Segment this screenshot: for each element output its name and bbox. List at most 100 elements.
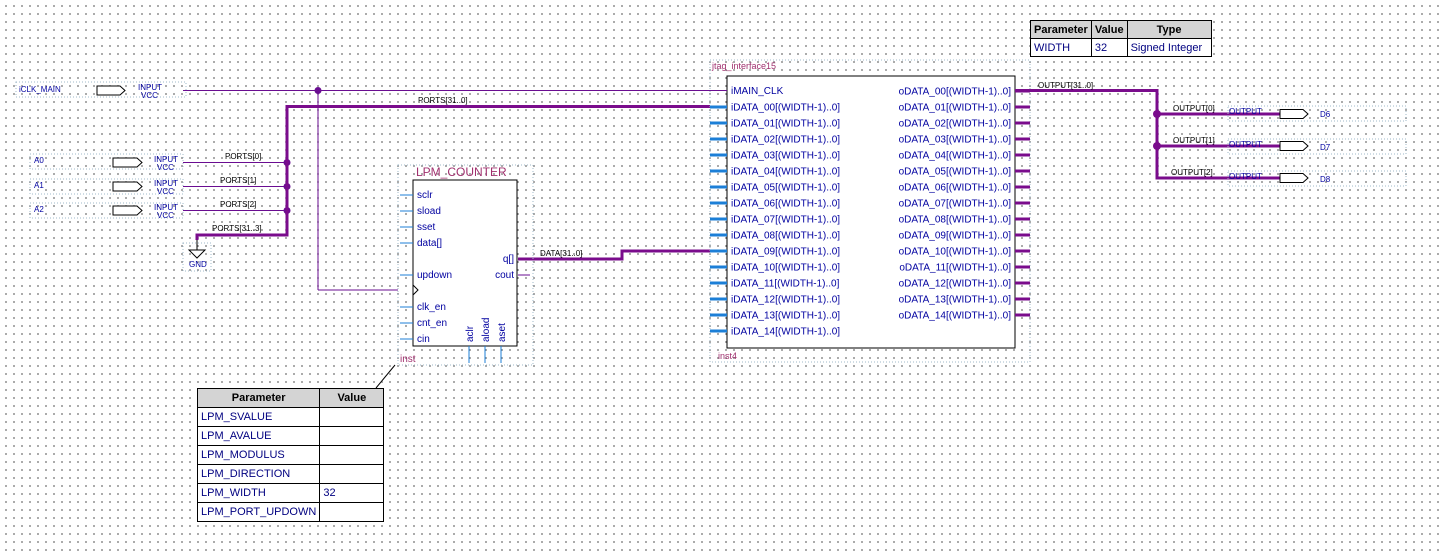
- jtag-input-port-label: iDATA_06[(WIDTH-1)..0]: [731, 199, 840, 210]
- jtag-input-port-label: iDATA_09[(WIDTH-1)..0]: [731, 247, 840, 258]
- table-row[interactable]: LPM_SVALUE: [196, 407, 385, 427]
- counter-port-cin: cin: [417, 334, 430, 345]
- lpm-param-value[interactable]: [319, 464, 385, 484]
- table-row[interactable]: LPM_MODULUS: [196, 445, 385, 465]
- lpm-counter-block[interactable]: LPM_COUNTER inst sclr sload sset data[] …: [397, 164, 534, 366]
- lpm-param-value[interactable]: [319, 407, 385, 427]
- input-name-iclk-main: iCLK_MAIN: [19, 85, 61, 94]
- counter-port-data: data[]: [417, 238, 442, 249]
- lpm-param-value[interactable]: [319, 502, 385, 522]
- jtag-input-port-label: iDATA_11[(WIDTH-1)..0]: [731, 279, 840, 290]
- wire-label-ports2: PORTS[2]: [220, 200, 256, 209]
- width-param-value[interactable]: 32: [1090, 38, 1128, 57]
- input-name-a0: A0: [34, 156, 44, 165]
- jtag-input-port-label: iDATA_02[(WIDTH-1)..0]: [731, 135, 840, 146]
- input-type-iclk-main: INPUT: [138, 83, 162, 92]
- jtag-input-port-label: iDATA_13[(WIDTH-1)..0]: [731, 311, 840, 322]
- jtag-parameter-table[interactable]: Parameter Value Type WIDTH 32 Signed Int…: [1030, 20, 1212, 57]
- lpm-param-name: LPM_WIDTH: [196, 483, 321, 503]
- lpm-param-name: LPM_SVALUE: [196, 407, 321, 427]
- jtag-input-port-label: iDATA_00[(WIDTH-1)..0]: [731, 103, 840, 114]
- input-pin-a1[interactable]: A1 INPUT VCC: [29, 178, 184, 196]
- counter-title: LPM_COUNTER: [416, 165, 507, 179]
- counter-instance: inst: [400, 354, 416, 365]
- counter-port-cnt-en: cnt_en: [417, 318, 447, 329]
- input-default-a0: VCC: [157, 163, 174, 172]
- gnd-symbol[interactable]: GND: [182, 236, 212, 272]
- jtag-output-port-label: oDATA_05[(WIDTH-1)..0]: [899, 167, 1012, 178]
- input-default-iclk-main: VCC: [141, 91, 158, 100]
- counter-port-aclr: aclr: [465, 325, 476, 342]
- input-default-a1: VCC: [157, 187, 174, 196]
- output-name-d8: D8: [1320, 175, 1331, 184]
- jtag-instance: inst4: [718, 351, 737, 361]
- jtag-output-port-label: oDATA_11[(WIDTH-1)..0]: [899, 263, 1011, 274]
- lpm-param-value[interactable]: 32: [319, 483, 385, 503]
- table-row[interactable]: LPM_AVALUE: [196, 426, 385, 446]
- width-table-header-parameter: Parameter: [1030, 20, 1092, 39]
- width-table-header-value: Value: [1090, 20, 1128, 39]
- lpm-table-header-value: Value: [319, 388, 385, 408]
- table-row[interactable]: LPM_WIDTH 32: [196, 483, 385, 503]
- jtag-output-port-label: oDATA_00[(WIDTH-1)..0]: [899, 87, 1012, 98]
- input-name-a2: A2: [34, 205, 44, 214]
- input-name-a1: A1: [34, 181, 44, 190]
- output-pin-d8[interactable]: OUTPUT D8: [1227, 170, 1407, 187]
- lpm-param-name: LPM_PORT_UPDOWN: [196, 502, 321, 522]
- output-pin-d7[interactable]: OUTPUT D7: [1227, 138, 1407, 155]
- lpm-param-name: LPM_DIRECTION: [196, 464, 321, 484]
- jtag-output-port-label: oDATA_12[(WIDTH-1)..0]: [899, 279, 1012, 290]
- jtag-output-port-label: oDATA_08[(WIDTH-1)..0]: [899, 215, 1012, 226]
- jtag-input-port-label: iDATA_10[(WIDTH-1)..0]: [731, 263, 840, 274]
- table-row[interactable]: WIDTH 32 Signed Integer: [1030, 38, 1212, 57]
- wire-label-data: DATA[31..0]: [540, 249, 582, 258]
- input-type-a1: INPUT: [154, 179, 178, 188]
- counter-port-cout: cout: [495, 270, 514, 281]
- table-row[interactable]: LPM_DIRECTION: [196, 464, 385, 484]
- width-table-header-type: Type: [1126, 20, 1212, 39]
- lpm-param-value[interactable]: [319, 426, 385, 446]
- lpm-parameter-table[interactable]: Parameter Value LPM_SVALUE LPM_AVALUE LP…: [196, 388, 385, 522]
- lpm-param-name: LPM_AVALUE: [196, 426, 321, 446]
- counter-port-sload: sload: [417, 206, 441, 217]
- output-type-d7: OUTPUT: [1229, 140, 1262, 149]
- jtag-input-port-label: iDATA_01[(WIDTH-1)..0]: [731, 119, 840, 130]
- lpm-param-name: LPM_MODULUS: [196, 445, 321, 465]
- jtag-output-port-label: oDATA_10[(WIDTH-1)..0]: [899, 247, 1012, 258]
- wire-label-out2: OUTPUT[2]: [1171, 168, 1213, 177]
- jtag-interface-block[interactable]: jtag_interface15 inst4 iMAIN_CLK iDATA_0…: [709, 59, 1031, 363]
- output-type-d8: OUTPUT: [1229, 172, 1262, 181]
- lpm-param-value[interactable]: [319, 445, 385, 465]
- input-type-a2: INPUT: [154, 203, 178, 212]
- input-pin-iclk-main[interactable]: iCLK_MAIN INPUT VCC: [15, 81, 187, 100]
- jtag-output-port-label: oDATA_02[(WIDTH-1)..0]: [899, 119, 1012, 130]
- jtag-output-port-label: oDATA_13[(WIDTH-1)..0]: [899, 295, 1012, 306]
- jtag-output-port-label: oDATA_04[(WIDTH-1)..0]: [899, 151, 1012, 162]
- jtag-input-port-label: iDATA_04[(WIDTH-1)..0]: [731, 167, 840, 178]
- counter-port-updown: updown: [417, 270, 452, 281]
- counter-port-sset: sset: [417, 222, 436, 233]
- table-row[interactable]: LPM_PORT_UPDOWN: [196, 502, 385, 522]
- wires-left[interactable]: [183, 87, 710, 291]
- jtag-output-port-label: oDATA_07[(WIDTH-1)..0]: [899, 199, 1012, 210]
- jtag-output-port-label: oDATA_09[(WIDTH-1)..0]: [899, 231, 1012, 242]
- counter-port-aset: aset: [497, 323, 508, 342]
- wire-label-output-bus: OUTPUT[31..0]: [1038, 81, 1093, 90]
- wire-label-ports1: PORTS[1]: [220, 176, 256, 185]
- jtag-input-port-label: iDATA_03[(WIDTH-1)..0]: [731, 151, 840, 162]
- counter-param-leader: [375, 364, 396, 389]
- input-pin-a2[interactable]: A2 INPUT VCC: [29, 202, 184, 220]
- wire-label-ports0: PORTS[0]: [225, 152, 261, 161]
- wires-right[interactable]: [1015, 89, 1280, 180]
- jtag-output-port-label: oDATA_03[(WIDTH-1)..0]: [899, 135, 1012, 146]
- wire-label-out0: OUTPUT[0]: [1173, 104, 1215, 113]
- jtag-input-port-label: iDATA_14[(WIDTH-1)..0]: [731, 327, 840, 338]
- jtag-port-imain-clk: iMAIN_CLK: [731, 86, 784, 97]
- output-pin-d6[interactable]: OUTPUT D6: [1227, 105, 1407, 122]
- output-name-d7: D7: [1320, 143, 1331, 152]
- counter-port-sclr: sclr: [417, 190, 433, 201]
- jtag-port-group: iDATA_00[(WIDTH-1)..0] iDATA_01[(WIDTH-1)…: [710, 87, 1030, 338]
- input-pin-a0[interactable]: A0 INPUT VCC: [29, 153, 184, 172]
- jtag-output-port-label: oDATA_14[(WIDTH-1)..0]: [899, 311, 1012, 322]
